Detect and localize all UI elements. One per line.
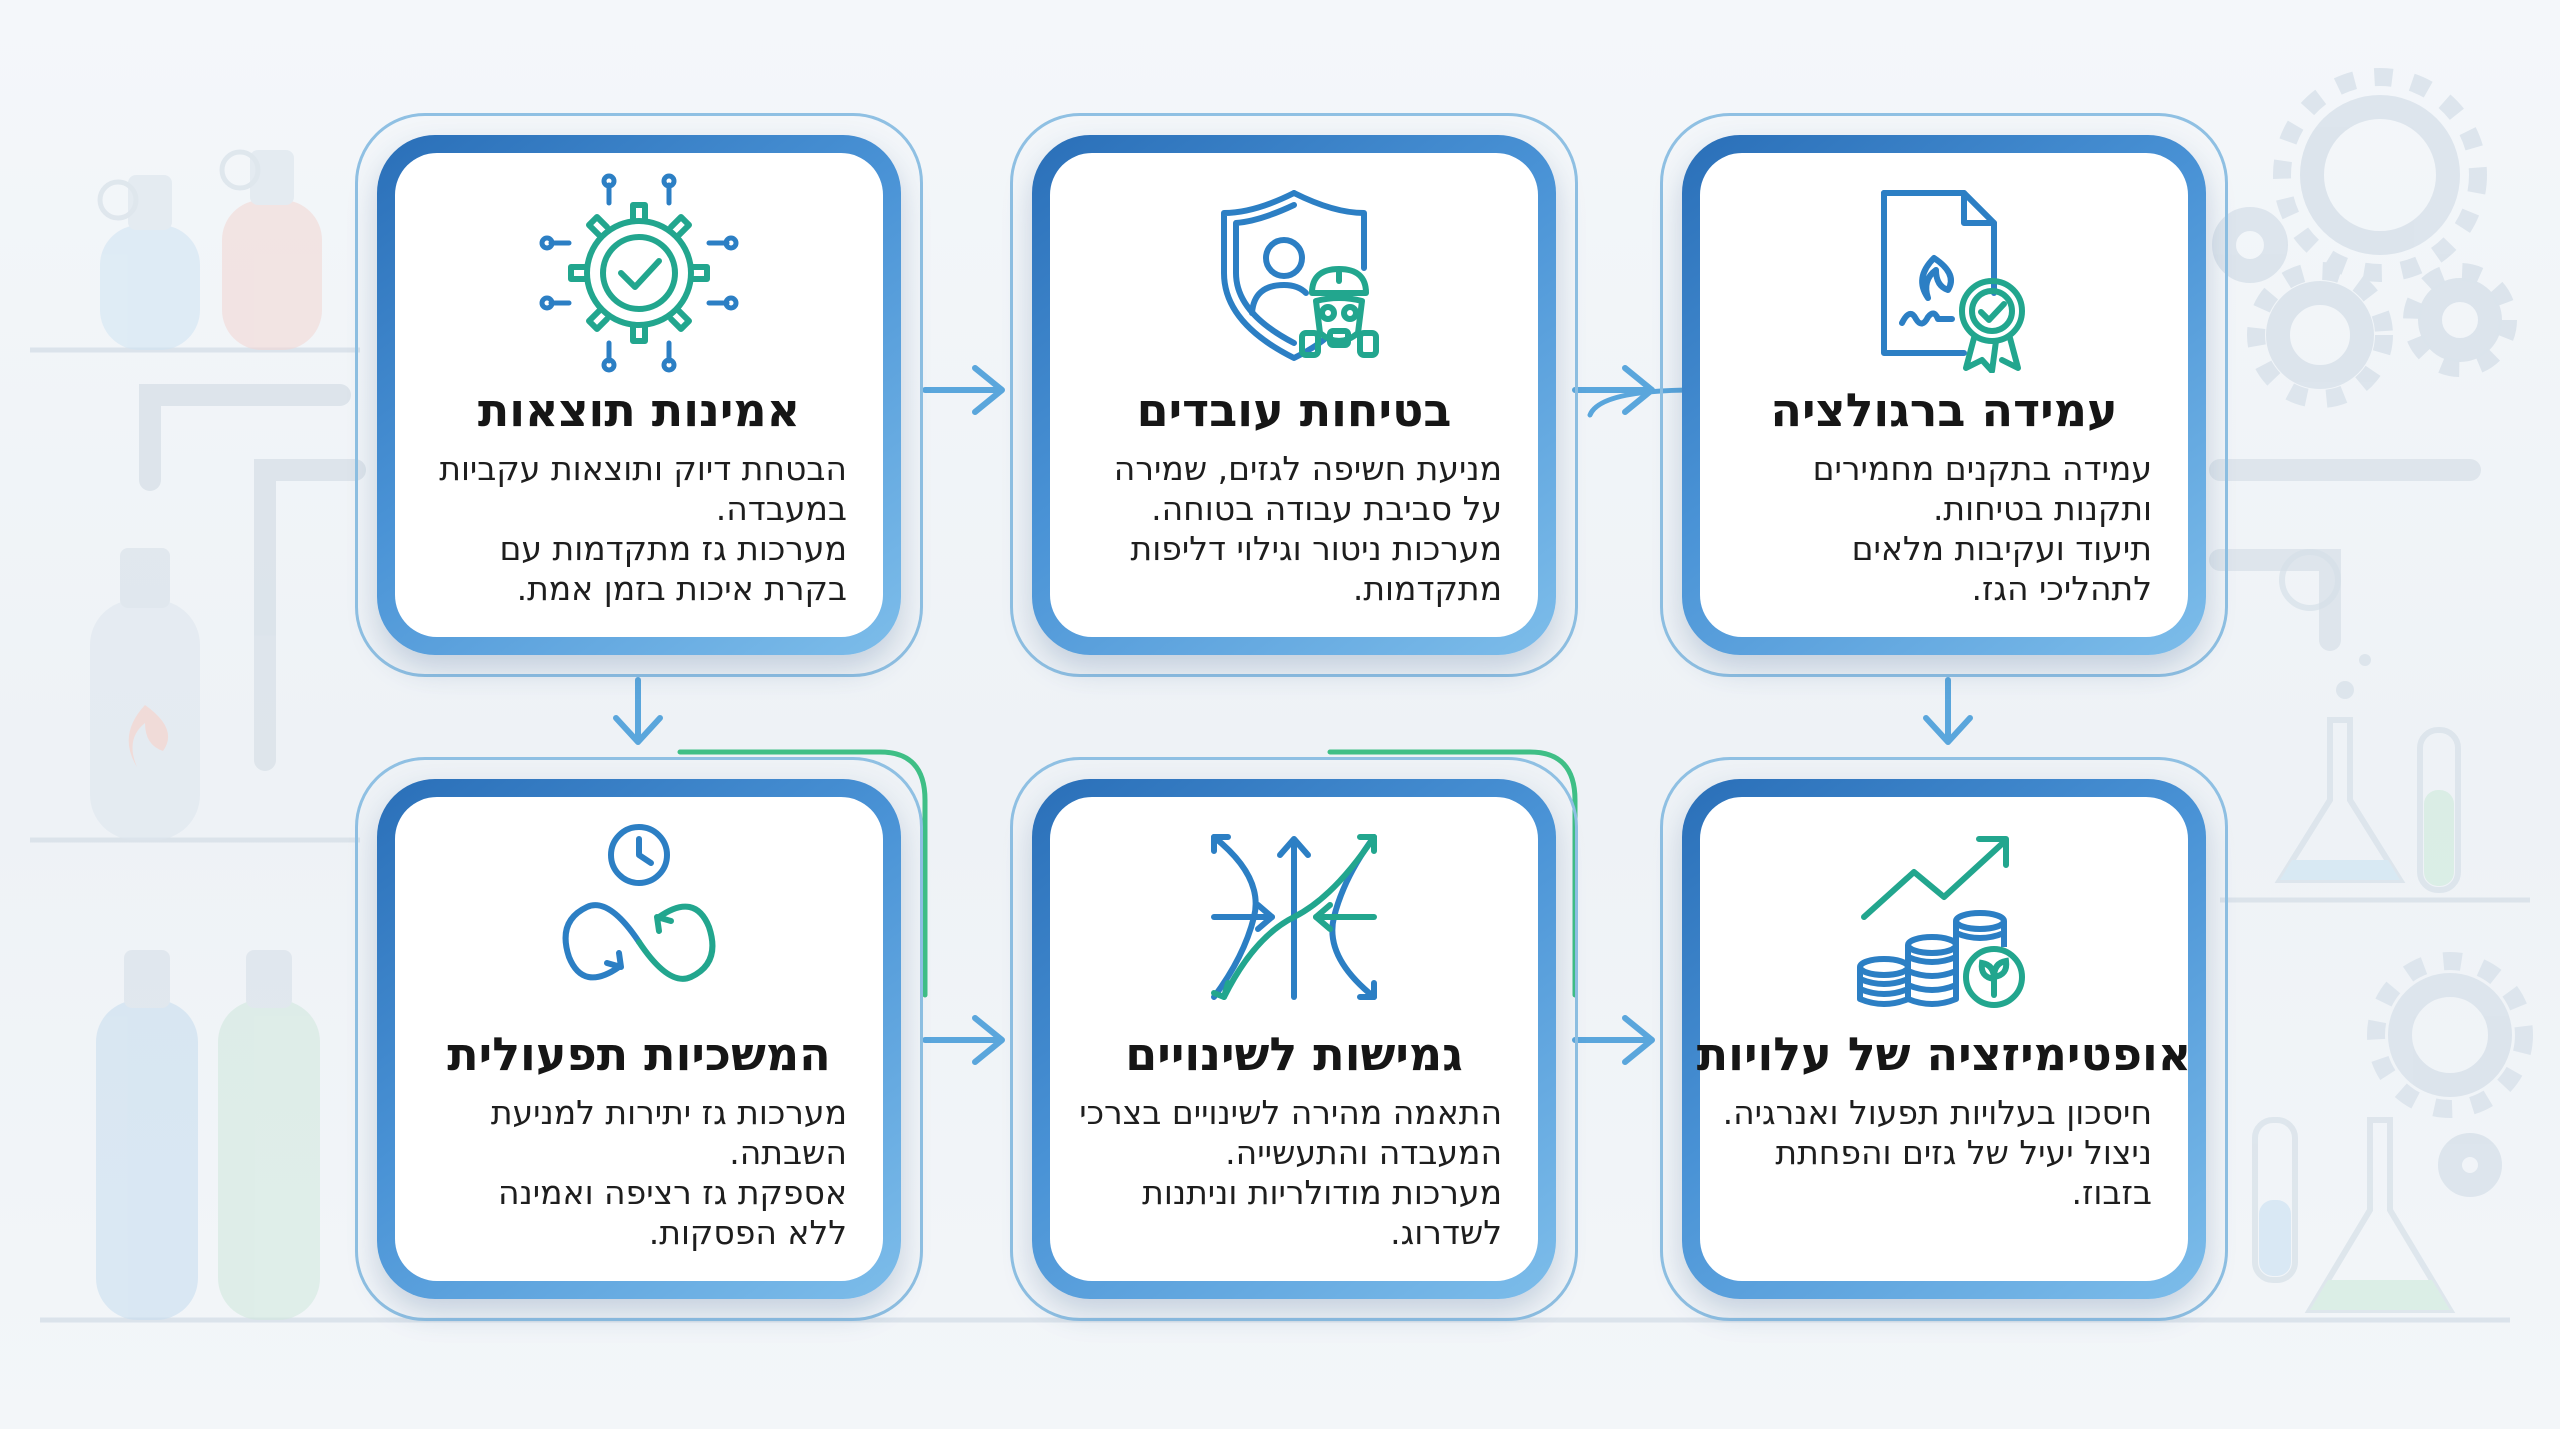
frame-flexibility xyxy=(1010,757,1578,1321)
infinity-clock-icon xyxy=(562,824,716,982)
decorative-gears xyxy=(2212,95,2512,1197)
card-reliability: אמינות תוצאות הבטחת דיוק ותוצאות עקביות … xyxy=(377,135,901,655)
gear-checkmark-icon xyxy=(539,173,739,373)
arrow-bottom-left xyxy=(922,1015,1005,1065)
card-description: מערכות גז יתירות למניעת השבתה. אספקת גז … xyxy=(490,1093,847,1252)
gas-cylinders xyxy=(90,149,322,1320)
card-description: התאמה מהירה לשינויים בצרכי המעבדה והתעשי… xyxy=(1079,1093,1502,1252)
card-regulation: עמידה ברגולציה עמידה בתקנים מחמירים ותקנ… xyxy=(1682,135,2206,655)
card-flexibility: גמישות לשינויים התאמה מהירה לשינויים בצר… xyxy=(1032,779,1556,1299)
arrow-down-left xyxy=(613,677,663,745)
card-description: הבטחת דיוק ותוצאות עקביות במעבדה. מערכות… xyxy=(439,449,847,608)
card-title: אמינות תוצאות xyxy=(477,383,801,437)
frame-worker-safety xyxy=(1010,113,1578,677)
frame-continuity xyxy=(355,757,923,1321)
card-description: חיסכון בעלויות תפעול ואנרגיה. ניצול יעיל… xyxy=(1722,1093,2152,1212)
card-description: עמידה בתקנים מחמירים ותקנות בטיחות. תיעו… xyxy=(1812,449,2152,608)
certificate-flame-seal-icon xyxy=(1881,190,2025,373)
card-cost-optimization: אופטימיזציה של עלויות חיסכון בעלויות תפע… xyxy=(1682,779,2206,1299)
arrow-top-right xyxy=(1572,365,1655,415)
arrow-top-left xyxy=(922,365,1005,415)
frame-regulation xyxy=(1660,113,2228,677)
frame-cost-optimization xyxy=(1660,757,2228,1321)
connector-regulation-to-safety xyxy=(1587,387,1698,418)
arrow-bottom-right xyxy=(1572,1015,1655,1065)
shield-worker-gasmask-icon xyxy=(1221,190,1379,361)
card-title: המשכיות תפעולית xyxy=(447,1027,831,1081)
card-title: עמידה ברגולציה xyxy=(1770,383,2118,437)
lab-glassware xyxy=(2252,549,2461,1313)
card-continuity: המשכיות תפעולית מערכות גז יתירות למניעת … xyxy=(377,779,901,1299)
card-worker-safety: בטיחות עובדים מניעת חשיפה לגזים, שמירה ע… xyxy=(1032,135,1556,655)
gear-teeth xyxy=(2247,68,2533,1118)
card-title: אופטימיזציה של עלויות xyxy=(1696,1027,2192,1081)
flexible-arrows-icon xyxy=(1211,834,1377,1000)
green-connector-continuity xyxy=(677,749,928,998)
coins-growth-chart-icon xyxy=(1857,836,2025,1008)
card-description: מניעת חשיפה לגזים, שמירה על סביבת עבודה … xyxy=(1113,449,1502,608)
arrow-down-right xyxy=(1923,677,1973,745)
green-connector-flexibility xyxy=(1327,749,1578,998)
card-title: בטיחות עובדים xyxy=(1136,383,1452,437)
card-title: גמישות לשינויים xyxy=(1125,1027,1463,1081)
frame-reliability xyxy=(355,113,923,677)
